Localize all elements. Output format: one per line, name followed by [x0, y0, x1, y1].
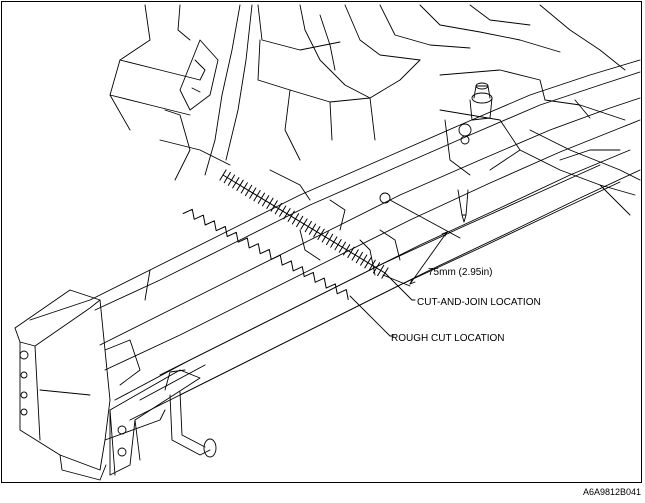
cut-join-leader	[384, 272, 416, 301]
hatch-tick	[317, 228, 325, 240]
hatch-tick	[253, 190, 261, 202]
hatch-tick	[368, 259, 376, 271]
hatch-tick	[249, 187, 257, 199]
mount-bracket	[439, 69, 641, 223]
hatch-tick	[240, 182, 248, 194]
hatch-tick	[330, 236, 338, 248]
hatch-tick	[296, 215, 304, 228]
rough-cut-label: ROUGH CUT LOCATION	[391, 333, 505, 344]
arrow-top	[441, 231, 448, 237]
figure-code: A6A9812B041	[582, 487, 641, 497]
reference-hole	[379, 192, 391, 204]
hatch-tick	[236, 179, 244, 191]
hatch-tick	[245, 184, 253, 197]
figure-frame	[1, 1, 642, 483]
extension-line-bottom	[382, 274, 411, 287]
hatch-tick	[313, 226, 321, 238]
hatch-tick	[338, 241, 346, 253]
hatch-tick	[364, 257, 372, 269]
hatch-tick	[262, 195, 270, 207]
dimension-label: 75mm (2.95in)	[428, 267, 493, 278]
body-structure	[109, 4, 626, 181]
hatch-tick	[232, 177, 240, 189]
hatch-tick	[219, 169, 227, 181]
frame-rail	[29, 59, 641, 421]
arrow-bottom	[409, 279, 416, 285]
hatch-tick	[300, 218, 308, 230]
hatch-tick	[266, 197, 274, 209]
dimension-callout	[379, 192, 461, 287]
rough-cut-zigzag	[182, 208, 349, 300]
hatch-tick	[351, 249, 359, 261]
hatch-tick	[308, 223, 317, 235]
hatch-tick	[334, 239, 342, 251]
hatch-tick	[287, 210, 295, 222]
leaders	[349, 272, 416, 337]
cut-and-join-label: CUT-AND-JOIN LOCATION	[417, 297, 541, 308]
hatch-tick	[372, 262, 381, 274]
rough-cut-leader	[349, 295, 395, 337]
hatch-tick	[355, 251, 363, 264]
dimension-line	[409, 231, 448, 285]
hatch-tick	[343, 244, 351, 256]
hatch-tick	[291, 213, 300, 225]
hatch-tick	[227, 174, 236, 186]
hatch-tick	[347, 246, 355, 258]
lower-bracket	[109, 364, 217, 476]
hatch-tick	[257, 192, 265, 204]
cut-and-join-mark	[219, 169, 389, 279]
hatch-tick	[326, 233, 334, 246]
hatch-ticks	[219, 169, 389, 279]
hatch-tick	[304, 220, 312, 233]
hatch-tick	[377, 264, 385, 277]
hatch-tick	[223, 171, 231, 184]
hatch-tick	[270, 200, 278, 212]
rough-cut-mark	[182, 208, 349, 300]
hatch-tick	[321, 231, 329, 243]
front-bracket	[14, 289, 166, 481]
extension-line-top	[389, 199, 461, 239]
hatch-tick	[360, 254, 368, 266]
hatch-tick	[279, 205, 287, 217]
hatch-tick	[274, 202, 282, 215]
hatch-tick	[283, 208, 291, 220]
